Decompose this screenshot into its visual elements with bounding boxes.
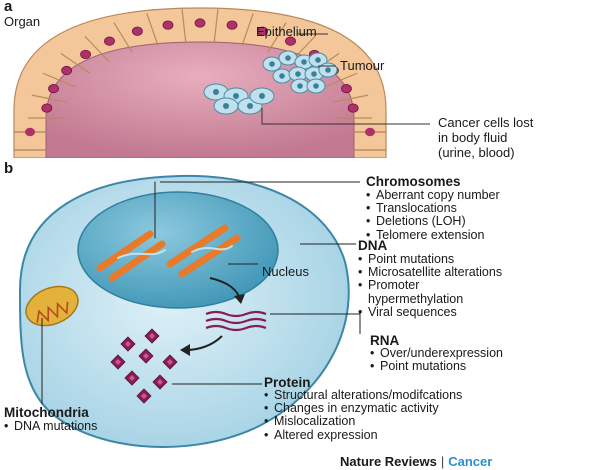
panel-a-letter: a — [4, 0, 13, 15]
rna-icon — [205, 310, 267, 332]
list-item: Changes in enzymatic activity — [264, 402, 462, 416]
protein-icon — [110, 328, 178, 404]
epithelial-cell-nucleus — [41, 103, 53, 113]
protein-list: Structural alterations/modifcations Chan… — [264, 388, 462, 442]
list-item: Structural alterations/modifcations — [264, 388, 462, 402]
chromosomes-list: Aberrant copy number Translocations Dele… — [366, 188, 500, 242]
list-item: Viral sequences — [358, 305, 502, 319]
epithelial-cell-nucleus — [48, 84, 59, 94]
dna-list: Point mutations Microsatellite alteratio… — [358, 252, 502, 319]
credit-separator: | — [440, 454, 445, 469]
list-item: Microsatellite alterations — [358, 266, 502, 280]
mitochondria-list: DNA mutations — [4, 419, 97, 433]
list-item: Promoter hypermethylation — [358, 279, 478, 306]
chromosomes-title: Chromosomes — [366, 174, 461, 189]
mitochondria-title: Mitochondria — [4, 405, 89, 420]
journal-credit: Nature Reviews|Cancer — [340, 454, 492, 469]
list-item: Mislocalization — [264, 415, 462, 429]
list-item: Point mutations — [370, 360, 503, 374]
epithelial-cell-nucleus — [104, 36, 115, 46]
list-item: Altered expression — [264, 428, 462, 442]
epithelial-cell-nucleus — [61, 65, 73, 76]
list-item: DNA mutations — [4, 419, 97, 433]
list-item: Over/underexpression — [370, 346, 503, 360]
epithelial-cell-nucleus — [226, 20, 238, 30]
epithelium-label: Epithelium — [256, 24, 317, 39]
rna-title: RNA — [370, 333, 400, 348]
protein-title: Protein — [264, 375, 311, 390]
list-item: Aberrant copy number — [366, 188, 500, 202]
epithelial-cell-nucleus — [285, 36, 296, 46]
organ-diagram — [13, 7, 387, 158]
epithelial-cell-nucleus — [80, 49, 91, 60]
epithelial-cell-nucleus — [341, 84, 352, 94]
chromosomes-icon — [96, 181, 241, 282]
epithelial-cell-nucleus — [347, 103, 359, 113]
panel-b-letter: b — [4, 160, 14, 177]
lost-cells-label-line1: Cancer cells lost — [438, 115, 534, 130]
list-item: Telomere extension — [366, 228, 500, 242]
mitochondrion-icon — [25, 285, 79, 327]
nucleus-label: Nucleus — [262, 264, 309, 279]
epithelial-cell-nucleus — [257, 26, 269, 36]
rna-list: Over/underexpression Point mutations — [370, 346, 503, 374]
list-item: Translocations — [366, 202, 500, 216]
dna-title: DNA — [358, 238, 388, 253]
epithelium-cells — [14, 8, 386, 151]
epithelial-cell-nucleus — [131, 26, 143, 36]
tumour-cluster — [262, 50, 338, 94]
journal-section: Cancer — [448, 454, 493, 469]
organ-label: Organ — [4, 14, 41, 29]
list-item: Point mutations — [358, 252, 502, 266]
lost-cells-label-line3: (urine, blood) — [438, 145, 515, 160]
journal-name: Nature Reviews — [340, 454, 437, 469]
nucleus — [77, 191, 279, 309]
list-item: Deletions (LOH) — [366, 215, 500, 229]
tumour-label: Tumour — [340, 58, 385, 73]
epithelial-cell-nucleus — [162, 20, 174, 30]
lost-cells-label-line2: in body fluid — [438, 130, 508, 145]
epithelial-cell-nucleus — [194, 18, 206, 28]
shed-cancer-cells — [203, 83, 275, 115]
